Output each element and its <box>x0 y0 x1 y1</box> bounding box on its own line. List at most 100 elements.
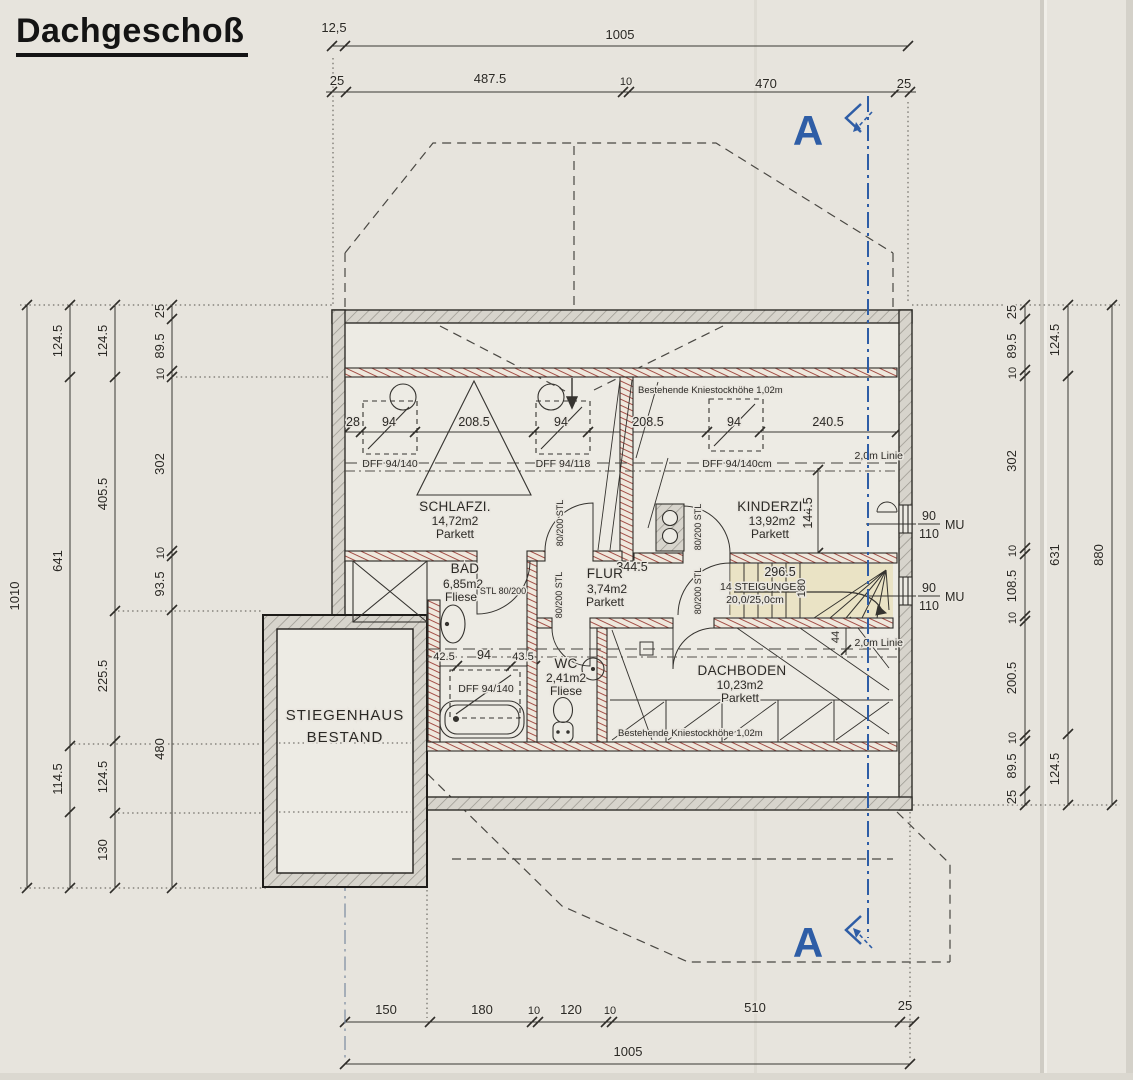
svg-text:124.5: 124.5 <box>95 325 110 358</box>
svg-text:240.5: 240.5 <box>812 415 843 429</box>
svg-text:110: 110 <box>919 599 939 613</box>
dim-flur: 344.5 <box>616 560 647 574</box>
dff-label-1: DFF 94/140 <box>362 458 418 470</box>
svg-text:89.5: 89.5 <box>1004 333 1019 358</box>
staircase <box>610 563 893 742</box>
svg-text:225.5: 225.5 <box>95 660 110 693</box>
svg-text:10: 10 <box>1007 732 1019 744</box>
extension-lines <box>20 58 1120 1060</box>
svg-text:Fliese: Fliese <box>550 684 582 698</box>
svg-text:10: 10 <box>155 368 167 380</box>
dim-niche: 44 <box>830 631 842 643</box>
door-label-schlafzimmer: 80/200 STL <box>555 500 565 547</box>
svg-text:110: 110 <box>919 527 939 541</box>
svg-text:470: 470 <box>755 76 777 91</box>
svg-text:Parkett: Parkett <box>436 527 475 541</box>
svg-text:124.5: 124.5 <box>1047 324 1062 357</box>
room-dachboden: DACHBODEN <box>698 663 787 678</box>
dff-boxes <box>362 398 764 455</box>
bathtub <box>439 700 525 739</box>
svg-text:25: 25 <box>897 76 911 91</box>
roof-window-circle <box>537 383 565 411</box>
svg-text:BESTAND: BESTAND <box>307 729 384 746</box>
stair-risers: 14 STEIGUNGEN <box>720 581 804 593</box>
dff-label-2: DFF 94/118 <box>536 458 591 470</box>
door-schlafzimmer <box>544 502 594 552</box>
dff-arrows <box>367 403 756 450</box>
storage-box <box>352 560 428 623</box>
svg-text:124.5: 124.5 <box>95 761 110 794</box>
svg-text:208.5: 208.5 <box>632 415 663 429</box>
svg-text:1005: 1005 <box>614 1044 643 1059</box>
svg-text:25: 25 <box>1004 305 1019 319</box>
dormer-triangle <box>416 379 532 496</box>
stair-void-hatch <box>597 379 633 551</box>
washbasin <box>440 604 466 644</box>
dimension-lines <box>26 45 1113 1065</box>
room-kinderzimmer: KINDERZI. <box>737 499 806 514</box>
svg-text:94: 94 <box>382 415 396 429</box>
under-stair-hatch <box>611 627 890 741</box>
svg-text:43.5: 43.5 <box>512 651 533 663</box>
svg-text:93.5: 93.5 <box>152 571 167 596</box>
window-right-bottom <box>898 576 913 606</box>
dimension-labels: 12,5 1005 25 487.5 10 470 25 150 180 10 … <box>6 19 1108 1061</box>
door-bad <box>476 560 531 615</box>
svg-text:2,41m2: 2,41m2 <box>546 671 586 685</box>
knee-strip <box>610 699 893 742</box>
outer-walls <box>331 309 913 811</box>
svg-text:10: 10 <box>1007 367 1019 379</box>
svg-text:10: 10 <box>620 76 632 88</box>
svg-text:880: 880 <box>1091 544 1106 566</box>
note-2m-top: 2,0m Linie <box>855 450 904 462</box>
dim-top-total: 1005 <box>606 27 635 42</box>
section-marker-top: A <box>793 107 823 154</box>
svg-text:10: 10 <box>1007 545 1019 557</box>
room-flur: FLUR <box>587 566 623 581</box>
svg-text:94: 94 <box>477 648 491 662</box>
svg-text:89.5: 89.5 <box>1004 753 1019 778</box>
svg-text:MU: MU <box>945 518 964 532</box>
note-kniestock-bottom: Bestehende Kniestockhöhe 1,02m <box>618 728 763 739</box>
room-stiegenhaus: STIEGENHAUS <box>286 707 405 724</box>
svg-text:13,92m2: 13,92m2 <box>749 514 796 528</box>
door-kinderzimmer <box>682 505 731 554</box>
stair-riser-dim: 20,0/25,0cm <box>726 594 784 606</box>
svg-text:25: 25 <box>1004 790 1019 804</box>
door-label-stair: 80/200 STL <box>693 568 703 615</box>
svg-text:28: 28 <box>346 415 360 429</box>
mu-callouts: 90 110 MU 90 110 MU <box>866 508 966 615</box>
svg-text:89.5: 89.5 <box>152 333 167 358</box>
room-bad: BAD <box>451 561 480 576</box>
svg-text:641: 641 <box>50 550 65 572</box>
svg-text:480: 480 <box>152 738 167 760</box>
svg-text:10: 10 <box>528 1005 540 1017</box>
door-label-bad: STL 80/200 <box>480 586 526 596</box>
svg-text:90: 90 <box>922 509 936 523</box>
svg-text:180: 180 <box>471 1002 493 1017</box>
corner-basin <box>581 657 605 681</box>
dim-top-offset: 12,5 <box>321 20 346 35</box>
svg-text:10: 10 <box>604 1005 616 1017</box>
svg-text:108.5: 108.5 <box>1004 570 1019 603</box>
svg-text:Fliese: Fliese <box>445 590 477 604</box>
svg-text:25: 25 <box>898 998 912 1013</box>
svg-text:208.5: 208.5 <box>458 415 489 429</box>
interior-walls <box>344 367 898 752</box>
svg-text:25: 25 <box>330 73 344 88</box>
roof-dashed-outline <box>341 142 951 963</box>
room-wc: WC <box>554 656 577 671</box>
window-right-top <box>898 504 913 534</box>
svg-text:124.5: 124.5 <box>50 325 65 358</box>
svg-text:405.5: 405.5 <box>95 478 110 511</box>
room-schlafzimmer: SCHLAFZI. <box>419 499 491 514</box>
section-marker-bottom: A <box>793 919 823 966</box>
svg-text:114.5: 114.5 <box>50 763 65 795</box>
svg-text:MU: MU <box>945 590 964 604</box>
note-kniestock-top: Bestehende Kniestockhöhe 1,02m <box>638 385 783 396</box>
svg-text:150: 150 <box>375 1002 397 1017</box>
section-arrow-bottom <box>844 915 862 945</box>
door-dachboden <box>672 627 715 670</box>
slope-hatch <box>635 381 669 529</box>
